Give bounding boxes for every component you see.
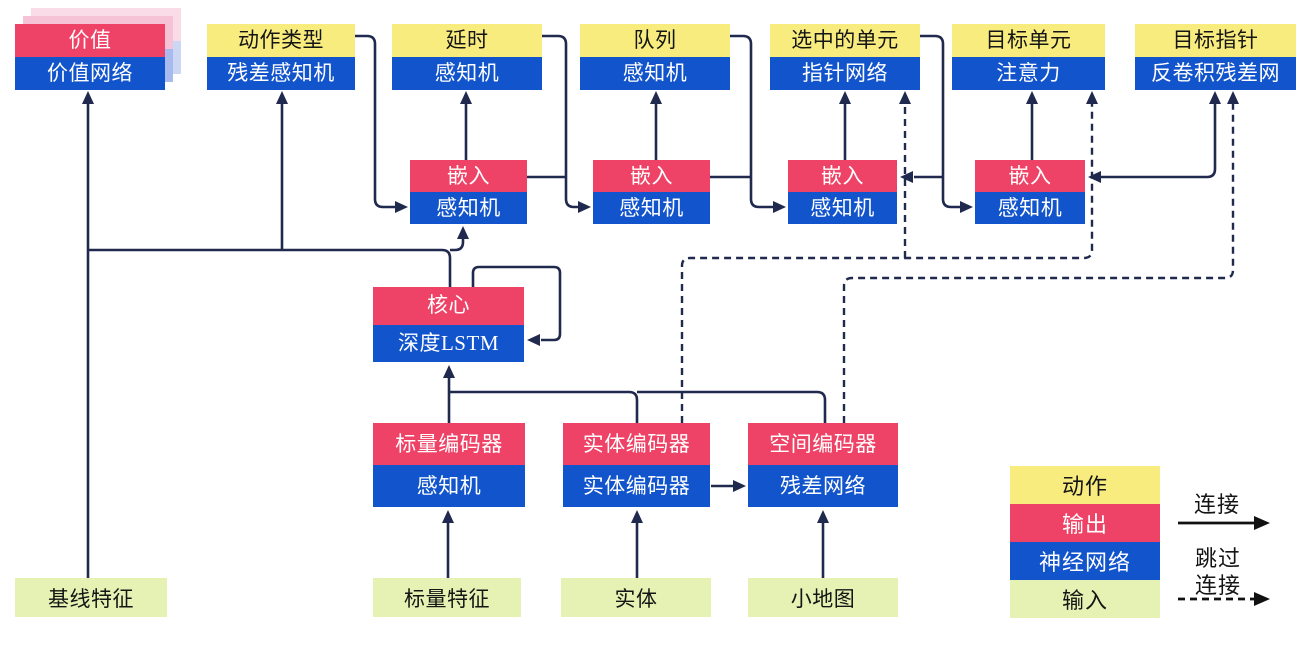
input-scalar-features: 标量特征 xyxy=(373,578,521,617)
node-core-label-bottom: 深度LSTM xyxy=(373,324,524,362)
legend-item-input: 输入 xyxy=(1010,580,1160,618)
node-core: 核心深度LSTM xyxy=(373,287,524,362)
node-scalar-encoder: 标量编码器感知机 xyxy=(373,423,525,507)
node-embedding-2-label-bottom: 感知机 xyxy=(593,192,710,224)
arrowhead-up xyxy=(1086,91,1098,104)
node-queue-label-bottom: 感知机 xyxy=(580,57,730,90)
node-embedding-2: 嵌入感知机 xyxy=(593,160,710,224)
legend-skip-label-line2: 连接 xyxy=(1194,573,1241,598)
node-spatial-encoder-label-bottom: 残差网络 xyxy=(748,465,898,507)
arrowhead-up xyxy=(650,91,662,104)
arrowhead-left xyxy=(900,171,913,183)
node-action-type: 动作类型残差感知机 xyxy=(207,24,355,90)
arrowhead-up xyxy=(442,510,454,523)
arrowhead-left xyxy=(527,334,540,346)
node-action-type-label-bottom: 残差感知机 xyxy=(207,57,355,90)
node-scalar-encoder-label-bottom: 感知机 xyxy=(373,465,525,507)
connector xyxy=(637,390,827,423)
node-target-unit-label-bottom: 注意力 xyxy=(952,57,1105,90)
node-embedding-1: 嵌入感知机 xyxy=(410,160,527,224)
node-target-unit-label-top: 目标单元 xyxy=(952,24,1105,57)
node-entity-encoder: 实体编码器实体编码器 xyxy=(563,423,710,507)
skip-connector xyxy=(842,101,1235,423)
node-queue-label-top: 队列 xyxy=(580,24,730,57)
legend-connection-label: 连接 xyxy=(1193,492,1240,517)
connector xyxy=(449,390,639,423)
legend-item-action: 动作 xyxy=(1010,466,1160,504)
arrowhead-up xyxy=(276,91,288,104)
node-entity-encoder-label-top: 实体编码器 xyxy=(563,423,710,465)
legend-skip-label-line1: 跳过 xyxy=(1194,546,1241,571)
arrowhead-up xyxy=(899,91,911,104)
node-embedding-2-label-top: 嵌入 xyxy=(593,160,710,192)
connector xyxy=(450,239,465,252)
arrowhead-up xyxy=(460,91,472,104)
arrowhead-up xyxy=(457,226,469,239)
node-value: 价值价值网络 xyxy=(15,24,165,90)
node-embedding-3: 嵌入感知机 xyxy=(788,160,897,224)
node-scalar-encoder-label-top: 标量编码器 xyxy=(373,423,525,465)
arrowhead-up xyxy=(443,365,455,378)
node-delay-label-top: 延时 xyxy=(392,24,542,57)
arrowhead-right xyxy=(773,201,786,213)
connector xyxy=(355,34,396,209)
arrowhead-up xyxy=(631,510,643,523)
arrowhead-right xyxy=(733,480,746,492)
arrowhead-left xyxy=(1088,171,1101,183)
node-embedding-4-label-bottom: 感知机 xyxy=(975,192,1085,224)
input-minimap: 小地图 xyxy=(748,578,898,617)
node-embedding-3-label-top: 嵌入 xyxy=(788,160,897,192)
arrowhead-right xyxy=(960,201,973,213)
node-queue: 队列感知机 xyxy=(580,24,730,90)
node-embedding-4-label-top: 嵌入 xyxy=(975,160,1085,192)
node-embedding-1-label-top: 嵌入 xyxy=(410,160,527,192)
node-delay-label-bottom: 感知机 xyxy=(392,57,542,90)
connector xyxy=(89,248,452,287)
node-action-type-label-top: 动作类型 xyxy=(207,24,355,57)
connector xyxy=(730,34,774,209)
node-target-pointer-label-top: 目标指针 xyxy=(1135,24,1296,57)
node-value-label-top: 价值 xyxy=(15,24,165,57)
arrowhead-up xyxy=(1227,91,1239,104)
node-spatial-encoder-label-top: 空间编码器 xyxy=(748,423,898,465)
node-entity-encoder-label-bottom: 实体编码器 xyxy=(563,465,710,507)
connector xyxy=(1101,101,1217,179)
connector xyxy=(471,265,562,342)
node-embedding-3-label-bottom: 感知机 xyxy=(788,192,897,224)
connector xyxy=(920,34,960,209)
arrowhead-up xyxy=(817,510,829,523)
legend-item-network: 神经网络 xyxy=(1010,542,1160,580)
arrowhead-right xyxy=(1254,516,1270,530)
node-target-unit: 目标单元注意力 xyxy=(952,24,1105,90)
node-embedding-4: 嵌入感知机 xyxy=(975,160,1085,224)
skip-connector xyxy=(680,101,1094,423)
node-value-label-bottom: 价值网络 xyxy=(15,57,165,90)
arrowhead-up xyxy=(1026,91,1038,104)
node-target-pointer: 目标指针反卷积残差网 xyxy=(1135,24,1296,90)
arrowhead-up xyxy=(839,91,851,104)
node-target-pointer-label-bottom: 反卷积残差网 xyxy=(1135,57,1296,90)
arrowhead-up xyxy=(1209,91,1221,104)
input-baseline-features: 基线特征 xyxy=(15,578,167,617)
node-spatial-encoder: 空间编码器残差网络 xyxy=(748,423,898,507)
legend-item-output: 输出 xyxy=(1010,504,1160,542)
connector xyxy=(542,34,579,209)
node-delay: 延时感知机 xyxy=(392,24,542,90)
node-embedding-1-label-bottom: 感知机 xyxy=(410,192,527,224)
arrowhead-right xyxy=(578,201,591,213)
arrowhead-right xyxy=(395,201,408,213)
input-entities: 实体 xyxy=(561,578,711,617)
arrowhead-right xyxy=(1254,592,1270,606)
node-core-label-top: 核心 xyxy=(373,287,524,325)
node-selected-units: 选中的单元指针网络 xyxy=(770,24,920,90)
node-selected-units-label-bottom: 指针网络 xyxy=(770,57,920,90)
node-selected-units-label-top: 选中的单元 xyxy=(770,24,920,57)
arrowhead-up xyxy=(82,91,94,104)
legend-color-key: 动作输出神经网络输入 xyxy=(1010,466,1160,618)
